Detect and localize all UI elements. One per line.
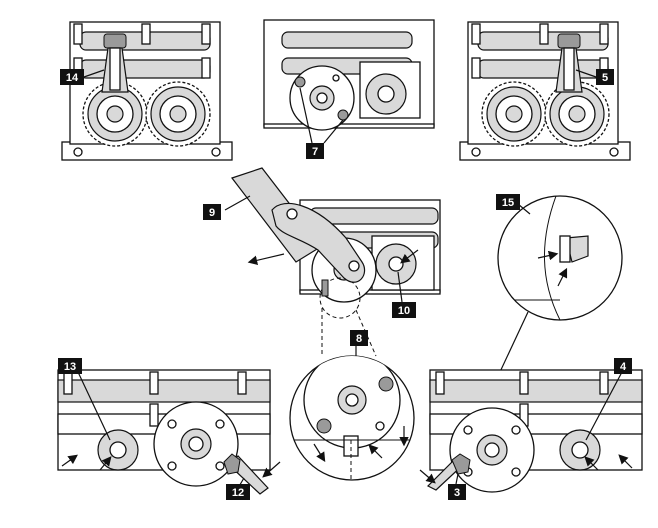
callout-12: 12 [226,484,250,500]
callout-3: 3 [448,484,466,500]
detail-view-8 [289,355,415,481]
gear-left [481,81,547,147]
callout-14: 14 [60,69,84,85]
gear-right [544,81,610,147]
panel-top-right-gear-lock [459,21,631,161]
detail-view-15 [497,195,623,321]
camshaft-seal [559,429,601,471]
locking-pin [426,453,471,491]
callout-9: 9 [203,204,221,220]
svg-text:4: 4 [620,361,627,373]
svg-text:8: 8 [356,333,362,345]
pointer-arrow [400,249,419,264]
svg-text:13: 13 [64,361,76,373]
panel-bottom-right-sprocket [426,369,643,493]
callout-7: 7 [306,143,324,159]
svg-text:5: 5 [602,72,608,84]
callout-15: 15 [496,194,520,210]
panel-top-middle-sprocket-bolts [263,19,435,131]
sprocket-hub [449,407,535,493]
camshaft-seal [97,429,139,471]
panel-bottom-left-sprocket [57,369,271,495]
svg-text:12: 12 [232,487,244,499]
svg-text:7: 7 [312,146,318,158]
rotation-arrow [247,253,285,266]
callout-8: 8 [350,330,368,346]
svg-text:15: 15 [502,197,514,209]
svg-text:9: 9 [209,207,215,219]
callout-13: 13 [58,358,82,374]
svg-text:3: 3 [454,487,460,499]
callout-10: 10 [392,302,416,318]
sprocket-hub [153,401,239,487]
panel-top-left-gear-lock [61,21,233,161]
callout-4: 4 [614,358,632,374]
sprocket-hub [289,65,355,131]
callout-5: 5 [596,69,614,85]
svg-text:10: 10 [398,305,410,317]
gear-right [145,81,211,147]
svg-text:14: 14 [66,72,79,84]
gear-locking-tool [101,33,129,93]
gear-locking-tool [555,33,583,93]
panel-center-counterhold-tool [231,167,441,319]
counterhold-tool [231,167,366,297]
